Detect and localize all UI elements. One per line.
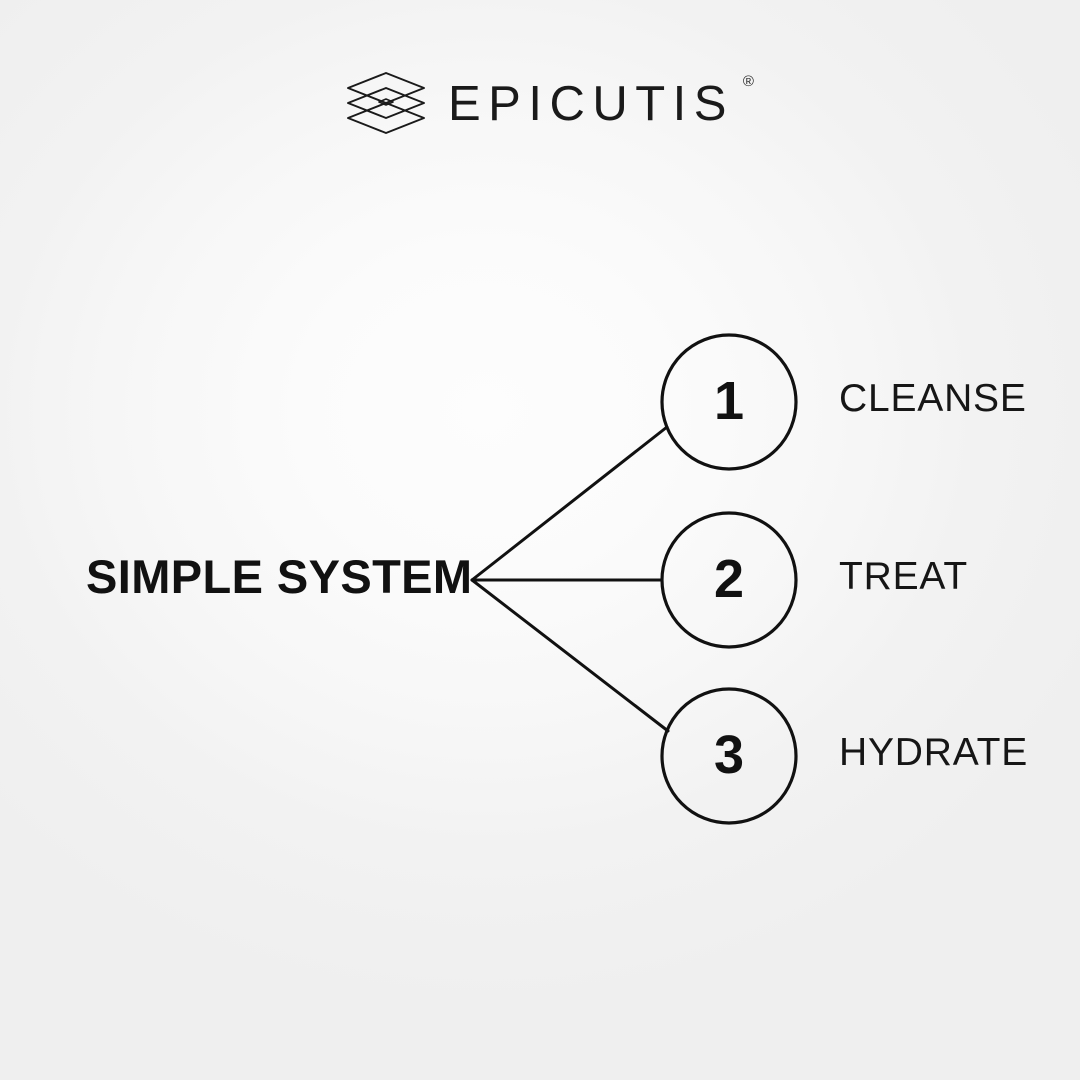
node-number-1: 1 <box>713 371 745 431</box>
node-number-2: 2 <box>713 549 745 609</box>
node-label-cleanse: CLEANSE <box>839 377 1027 420</box>
node-number-3: 3 <box>713 725 745 785</box>
root-label: SIMPLE SYSTEM <box>86 550 473 603</box>
node-label-hydrate: HYDRATE <box>839 731 1029 774</box>
node-label-treat: TREAT <box>839 555 968 598</box>
brand-wordmark: EPICUTIS <box>448 76 734 131</box>
brand-wordmark-wrap: EPICUTIS ® <box>448 74 754 131</box>
stacked-diamond-layers-icon <box>347 72 425 134</box>
brand-header: EPICUTIS ® <box>0 62 1080 146</box>
registered-trademark-icon: ® <box>742 72 754 90</box>
connector-line-3 <box>470 578 670 733</box>
node-circle-2 <box>660 511 798 649</box>
node-circle-1 <box>660 333 798 471</box>
connector-line-1 <box>470 425 669 582</box>
node-circle-3 <box>660 687 798 825</box>
